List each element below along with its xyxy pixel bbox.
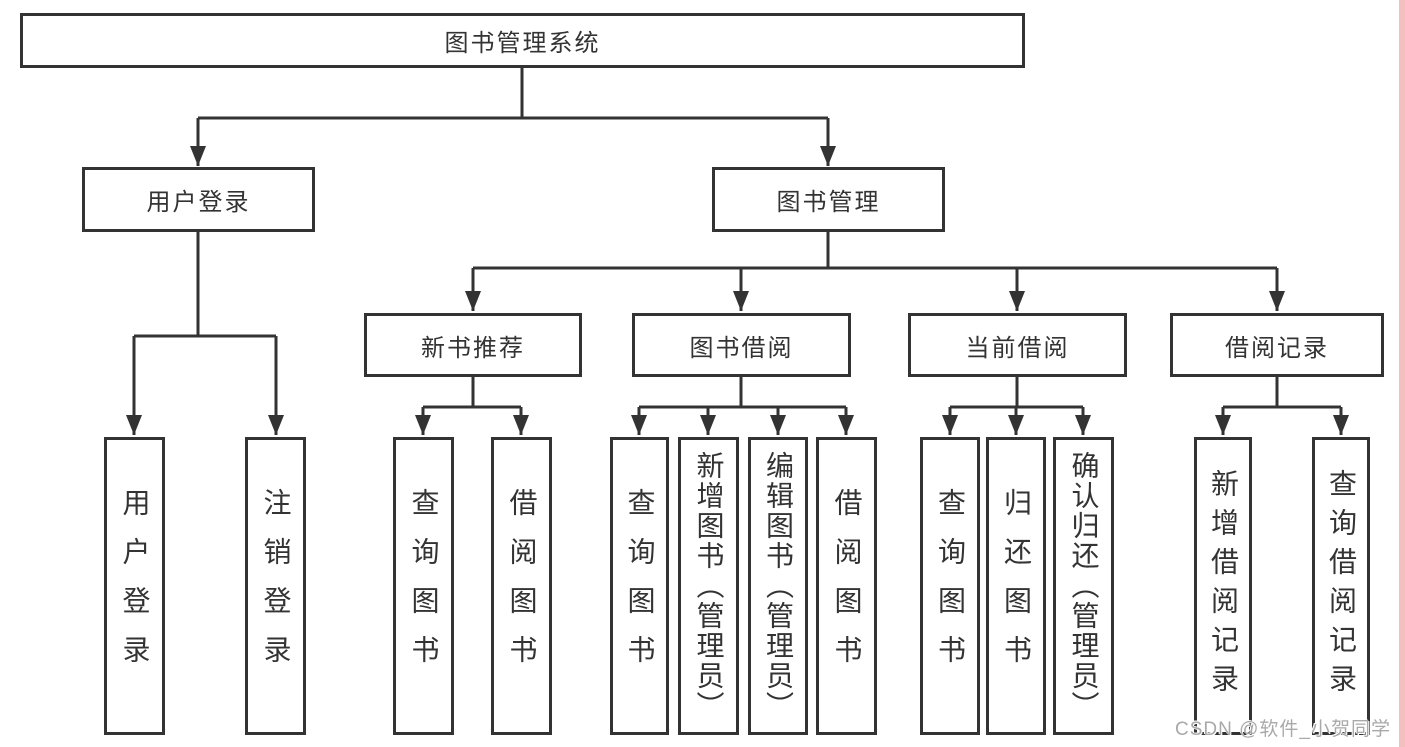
leaf-recommend-query-book-label: 查询图书 [408, 488, 440, 684]
leaf-logout: 注销登录 [245, 437, 306, 735]
leaf-edit-book-admin-label: 编辑图书（管理员） [763, 451, 794, 721]
node-book-borrow: 图书借阅 [632, 313, 851, 377]
leaf-return-book: 归还图书 [986, 437, 1046, 735]
leaf-query-borrow-record-label: 查询借阅记录 [1326, 469, 1357, 703]
node-user-login: 用户登录 [82, 167, 315, 232]
node-new-book-recommend-label: 新书推荐 [421, 334, 525, 362]
leaf-return-book-label: 归还图书 [1001, 488, 1032, 684]
node-root-label: 图书管理系统 [444, 30, 601, 57]
leaf-confirm-return-admin-label: 确认归还（管理员） [1068, 451, 1100, 721]
node-root: 图书管理系统 [20, 13, 1025, 68]
leaf-add-borrow-record: 新增借阅记录 [1194, 437, 1252, 735]
leaf-borrow-book: 借阅图书 [816, 437, 877, 735]
leaf-add-book-admin: 新增图书（管理员） [678, 437, 739, 735]
leaf-borrow-query-book-label: 查询图书 [624, 488, 656, 684]
leaf-confirm-return-admin: 确认归还（管理员） [1053, 437, 1114, 735]
leaf-current-query-book: 查询图书 [920, 437, 980, 735]
csdn-watermark: CSDN @软件_小贺同学 [1175, 719, 1391, 740]
leaf-recommend-query-book: 查询图书 [393, 437, 454, 735]
node-book-borrow-label: 图书借阅 [689, 334, 794, 362]
leaf-add-book-admin-label: 新增图书（管理员） [693, 451, 725, 721]
leaf-add-borrow-record-label: 新增借阅记录 [1208, 469, 1239, 703]
leaf-user-login: 用户登录 [104, 437, 165, 735]
leaf-recommend-borrow-book-label: 借阅图书 [506, 488, 538, 684]
leaf-logout-label: 注销登录 [260, 488, 292, 684]
leaf-edit-book-admin: 编辑图书（管理员） [748, 437, 808, 735]
node-new-book-recommend: 新书推荐 [364, 313, 582, 377]
node-user-login-label: 用户登录 [146, 189, 251, 216]
leaf-query-borrow-record: 查询借阅记录 [1312, 437, 1370, 735]
leaf-borrow-book-label: 借阅图书 [831, 488, 863, 684]
right-edge-strip [1399, 0, 1405, 747]
leaf-recommend-borrow-book: 借阅图书 [491, 437, 552, 735]
leaf-user-login-label: 用户登录 [119, 488, 151, 684]
node-book-management-label: 图书管理 [776, 189, 881, 216]
node-current-borrow: 当前借阅 [908, 313, 1127, 377]
node-borrow-records-label: 借阅记录 [1225, 334, 1329, 362]
leaf-current-query-book-label: 查询图书 [935, 488, 966, 684]
node-book-management: 图书管理 [712, 167, 945, 232]
node-borrow-records: 借阅记录 [1170, 313, 1384, 377]
node-current-borrow-label: 当前借阅 [965, 334, 1070, 362]
leaf-borrow-query-book: 查询图书 [610, 437, 669, 735]
